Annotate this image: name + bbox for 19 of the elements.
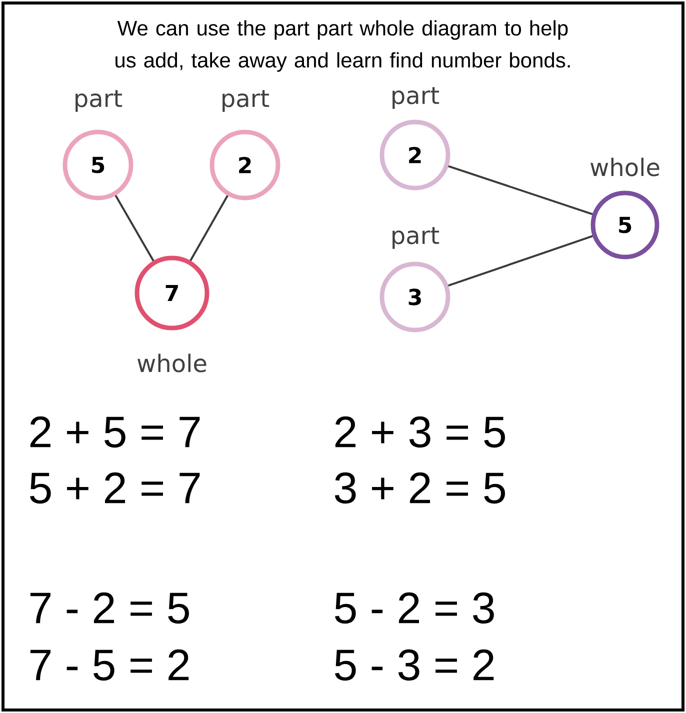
equation: 7 - 2 = 5 [30,592,189,624]
equation: 7 - 5 = 2 [30,649,189,681]
title: We can use the part part whole diagram to help us add, take away and learn find number bonds. [116,20,570,72]
equation: 2 + 5 = 7 [30,416,200,448]
part-label: whole [138,354,206,372]
connector-line [448,235,593,287]
connector-line [114,195,154,262]
equation: 2 + 3 = 5 [335,416,505,448]
part-label: part [392,227,440,249]
part-label: part [392,87,440,109]
equation: 5 + 2 = 7 [30,472,200,504]
part-label: whole [590,158,660,176]
equation: 5 - 3 = 2 [334,649,494,681]
equation: 3 + 2 = 5 [334,472,505,504]
part-label: part [222,90,270,112]
equation: 5 - 2 = 3 [334,592,494,624]
part-label: part [76,90,122,112]
connector-line [190,195,228,262]
connector-line [448,165,593,216]
